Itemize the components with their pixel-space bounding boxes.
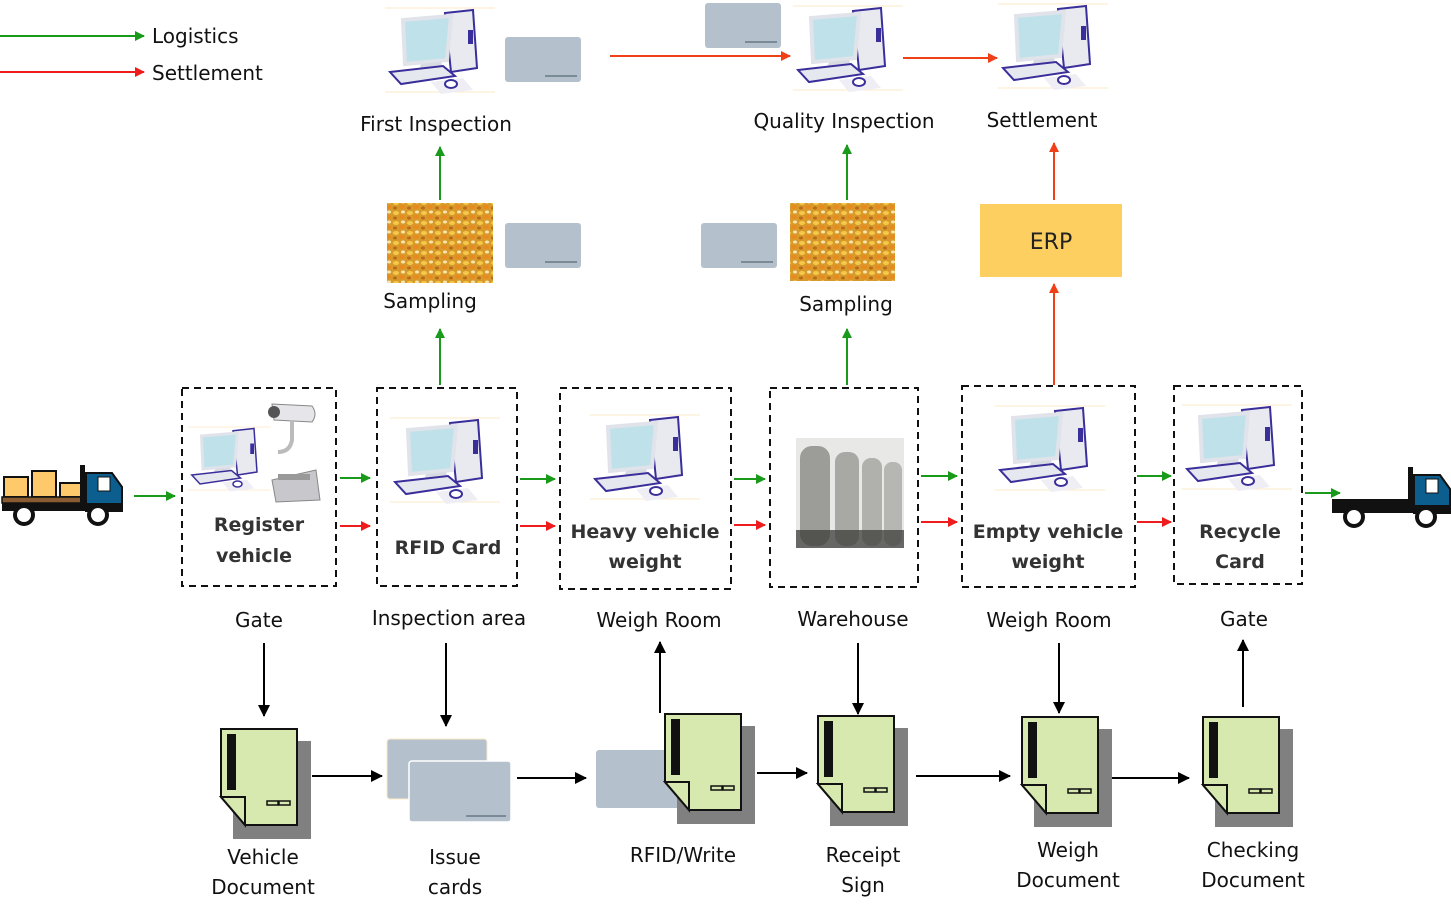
station-title-line2: weight: [608, 551, 681, 573]
station-rfid-card: RFID Card: [376, 387, 518, 587]
sampling-rfid-card-icon-1: [505, 223, 581, 268]
sampling-label-1: Sampling: [383, 289, 477, 313]
empty-truck-icon: [1330, 465, 1451, 528]
rfid-card-computer-icon: [388, 416, 502, 506]
legend-settlement-label: Settlement: [152, 61, 263, 85]
location-label-gate-1: Gate: [235, 608, 283, 632]
doc-label-line1: RFID/Write: [630, 843, 736, 867]
sampling-corn-image-1: [387, 203, 493, 283]
station-register-vehicle: Register vehicle: [181, 387, 337, 587]
camera-icon: [268, 403, 316, 454]
recycle-card-computer-icon: [1180, 403, 1294, 493]
quality-inspection-rfid-card-icon: [705, 3, 781, 48]
weigh-document-icon: [1021, 716, 1113, 828]
quality-inspection-computer-icon: [791, 4, 905, 94]
station-empty-vehicle-weight: Empty vehicle weight: [961, 385, 1136, 588]
station-recycle-card: Recycle Card: [1173, 385, 1303, 585]
doc-label-line1: Issue: [429, 845, 481, 869]
location-label-gate-2: Gate: [1220, 607, 1268, 631]
doc-label-line1: Vehicle: [227, 845, 299, 869]
erp-label: ERP: [1030, 230, 1072, 255]
doc-label-line1: Checking: [1207, 838, 1299, 862]
doc-label-line2: Document: [211, 875, 315, 899]
legend: Logistics Settlement: [0, 24, 263, 85]
doc-label-line2: cards: [428, 875, 482, 899]
printer-icon: [271, 469, 321, 503]
settlement-computer-icon: [996, 2, 1110, 92]
heavy-weight-computer-icon: [588, 413, 702, 503]
location-label-warehouse: Warehouse: [797, 607, 908, 631]
rfid-write-document-icon: [664, 713, 756, 825]
station-border: [961, 385, 1136, 588]
station-heavy-vehicle-weight: Heavy vehicle weight: [559, 387, 732, 590]
station-title-line2: weight: [1011, 551, 1084, 573]
station-border: [376, 387, 518, 587]
station-border: [181, 387, 337, 587]
first-inspection-rfid-card-icon: [505, 37, 581, 82]
quality-inspection-label: Quality Inspection: [753, 109, 934, 133]
vehicle-document-icon: [220, 728, 312, 840]
station-title-line1: Empty vehicle: [973, 521, 1123, 543]
sampling-rfid-card-icon-2: [701, 223, 777, 268]
issue-cards-icon: [386, 738, 512, 823]
station-border: [559, 387, 732, 590]
first-inspection-computer-icon: [383, 6, 497, 96]
loaded-truck-icon: [0, 463, 124, 526]
station-title-line1: Recycle: [1199, 521, 1281, 543]
doc-label-line1: Weigh: [1037, 838, 1099, 862]
settlement-label: Settlement: [987, 108, 1098, 132]
location-label-inspection-area: Inspection area: [372, 606, 526, 630]
silo-image: [796, 438, 904, 548]
station-title-line1: RFID Card: [395, 537, 502, 559]
station-title-line1: Register: [214, 514, 305, 536]
station-title-line2: Card: [1215, 551, 1265, 573]
station-title-line2: vehicle: [216, 545, 292, 567]
station-title-line1: Heavy vehicle: [571, 521, 720, 543]
doc-label-line2: Document: [1201, 868, 1305, 892]
station-border: [769, 387, 919, 588]
location-label-weigh-room-1: Weigh Room: [596, 608, 721, 632]
doc-label-line2: Document: [1016, 868, 1120, 892]
doc-label-line2: Sign: [841, 873, 885, 897]
station-border: [1173, 385, 1303, 585]
sampling-corn-image-2: [790, 203, 895, 281]
register-computer-icon: [186, 425, 272, 493]
legend-logistics-label: Logistics: [152, 24, 239, 48]
station-warehouse: [769, 387, 919, 588]
empty-weight-computer-icon: [993, 404, 1107, 494]
checking-document-icon: [1202, 716, 1294, 828]
erp-box: [980, 204, 1122, 277]
doc-label-line1: Receipt: [826, 843, 901, 867]
rfid-write-icon: [596, 713, 756, 825]
location-label-weigh-room-2: Weigh Room: [986, 608, 1111, 632]
receipt-sign-document-icon: [817, 715, 909, 827]
sampling-label-2: Sampling: [799, 292, 893, 316]
first-inspection-label: First Inspection: [360, 112, 512, 136]
